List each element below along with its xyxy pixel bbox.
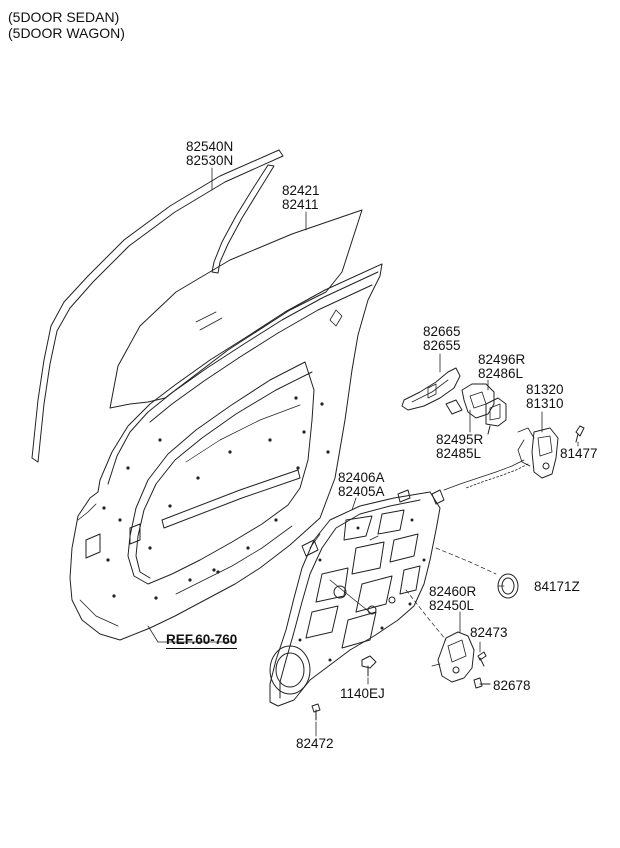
latch-cable: [444, 460, 524, 490]
label-82655: 82655: [423, 338, 461, 353]
label-82678: 82678: [493, 678, 531, 693]
label-81477: 81477: [560, 446, 598, 461]
bolt-1140ej: [362, 656, 376, 676]
screw-82473: [478, 652, 486, 666]
label-82486l: 82486L: [478, 366, 524, 381]
label-82411: 82411: [282, 197, 319, 212]
ref-label: REF.60-760: [166, 632, 238, 649]
label-84171z: 84171Z: [534, 579, 580, 594]
label-82405a: 82405A: [338, 484, 385, 499]
label-82495r: 82495R: [436, 432, 484, 447]
door-latch: [518, 428, 558, 478]
leader-84171z: [436, 548, 496, 574]
bolt-82678: [474, 678, 490, 688]
door-module-panel: [270, 490, 444, 706]
label-82540n: 82540N: [186, 139, 234, 154]
label-82473: 82473: [470, 625, 508, 640]
label-82421: 82421: [282, 183, 320, 198]
screw-82472: [312, 704, 320, 720]
label-82460r: 82460R: [429, 584, 477, 599]
screw-81477: [576, 426, 584, 442]
label-82496r: 82496R: [478, 352, 526, 367]
regulator-motor: [432, 632, 474, 682]
label-81320: 81320: [526, 382, 564, 397]
header-line-2: (5DOOR WAGON): [8, 25, 125, 41]
label-82485l: 82485L: [436, 446, 482, 461]
label-82665: 82665: [423, 324, 461, 339]
label-1140ej: 1140EJ: [340, 686, 385, 701]
header-line-1: (5DOOR SEDAN): [8, 9, 120, 25]
door-shell: [70, 264, 382, 640]
label-82530n: 82530N: [186, 153, 234, 168]
label-81310: 81310: [526, 396, 564, 411]
leader-lines: [148, 168, 578, 736]
label-82450l: 82450L: [429, 598, 475, 613]
label-82406a: 82406A: [338, 470, 385, 485]
outside-handle: [402, 368, 460, 410]
weatherstrip: [32, 150, 283, 462]
ref-link[interactable]: REF.60-760: [166, 632, 238, 649]
leader-82460r-dash: [406, 590, 446, 640]
label-82472: 82472: [296, 736, 334, 751]
latch-cable-2: [466, 464, 528, 488]
door-glass: [110, 210, 362, 408]
lock-cylinder: [486, 398, 506, 434]
